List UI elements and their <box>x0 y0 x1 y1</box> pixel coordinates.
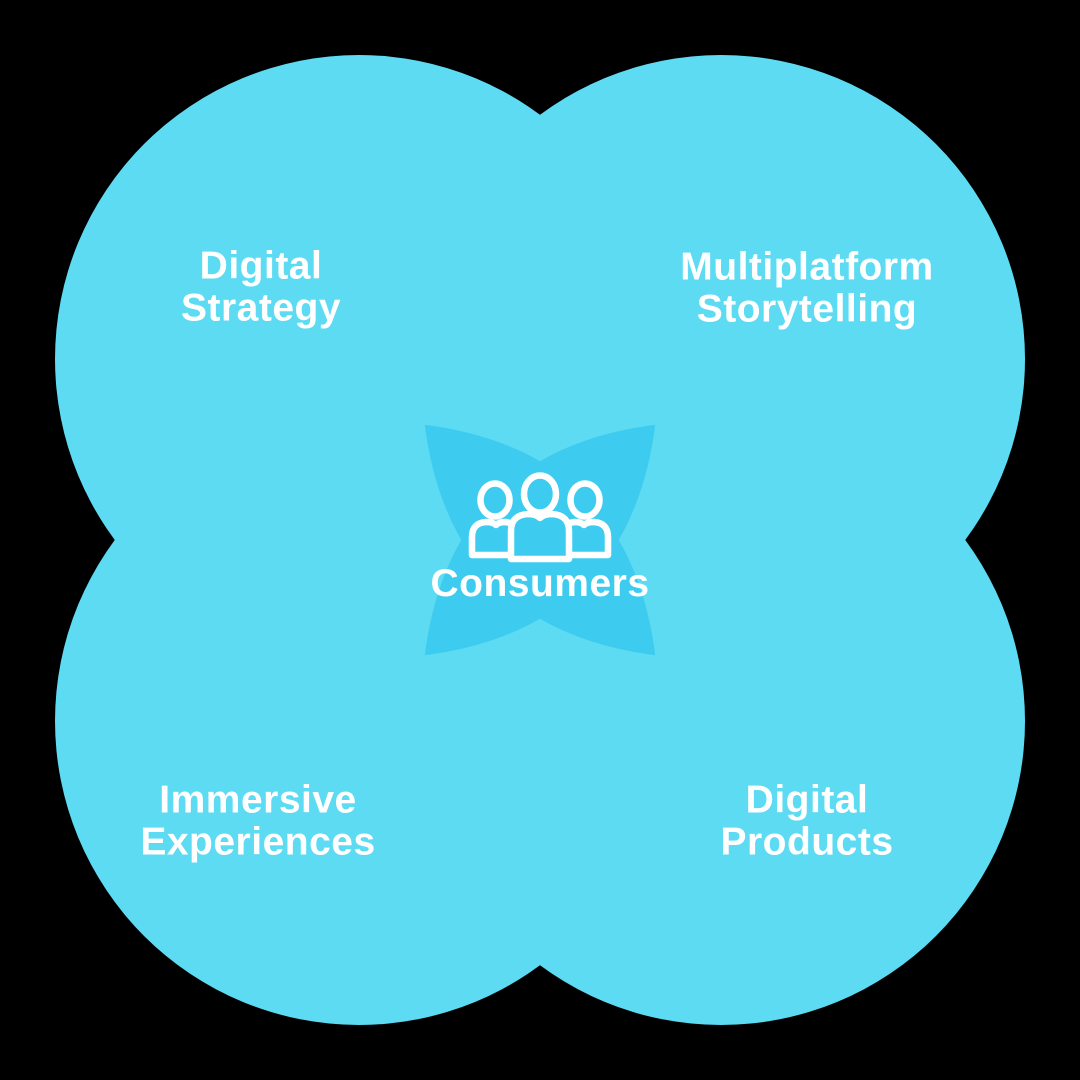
petal-label-digital-products: Digital Products <box>720 778 894 863</box>
people-group-icon <box>468 472 612 563</box>
center-label-consumers: Consumers <box>430 562 650 606</box>
person-right-head <box>567 480 603 520</box>
person-center-head <box>520 472 560 516</box>
person-left-head <box>477 480 513 520</box>
petal-label-digital-strategy: Digital Strategy <box>180 244 342 329</box>
petal-label-immersive-experiences: Immersive Experiences <box>140 778 376 863</box>
person-center <box>507 472 573 563</box>
person-center-body <box>507 510 573 563</box>
petal-label-multiplatform-storytelling: Multiplatform Storytelling <box>680 245 934 330</box>
